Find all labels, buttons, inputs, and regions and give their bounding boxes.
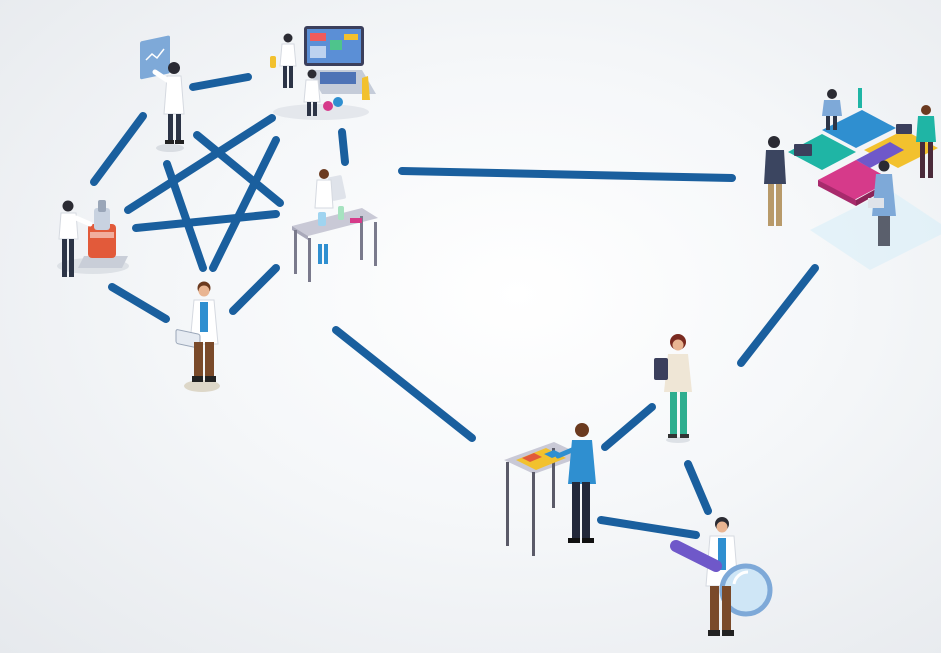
tablet-icon xyxy=(175,281,220,392)
scientist-writing-board-icon xyxy=(140,35,185,152)
connector xyxy=(132,210,280,232)
computer-lab-icon xyxy=(270,26,376,120)
connector xyxy=(193,131,284,207)
clipboard-icon xyxy=(654,334,692,443)
connector xyxy=(189,73,252,91)
connector xyxy=(737,264,819,367)
puzzle-collaboration-icon xyxy=(764,88,941,270)
microscope-icon xyxy=(57,200,129,277)
connector xyxy=(684,460,712,515)
document-table-icon xyxy=(504,423,596,556)
connector xyxy=(332,326,476,442)
connector xyxy=(108,283,170,323)
connector xyxy=(229,264,280,315)
connector xyxy=(209,136,280,272)
connector xyxy=(338,128,349,166)
connector xyxy=(597,516,700,539)
connector-layer xyxy=(90,73,819,539)
connector xyxy=(398,167,736,182)
magnifying-glass-icon xyxy=(670,517,773,636)
connector xyxy=(90,112,147,186)
lab-bench-icon xyxy=(292,169,378,282)
connector xyxy=(124,114,276,214)
connector xyxy=(601,403,656,451)
